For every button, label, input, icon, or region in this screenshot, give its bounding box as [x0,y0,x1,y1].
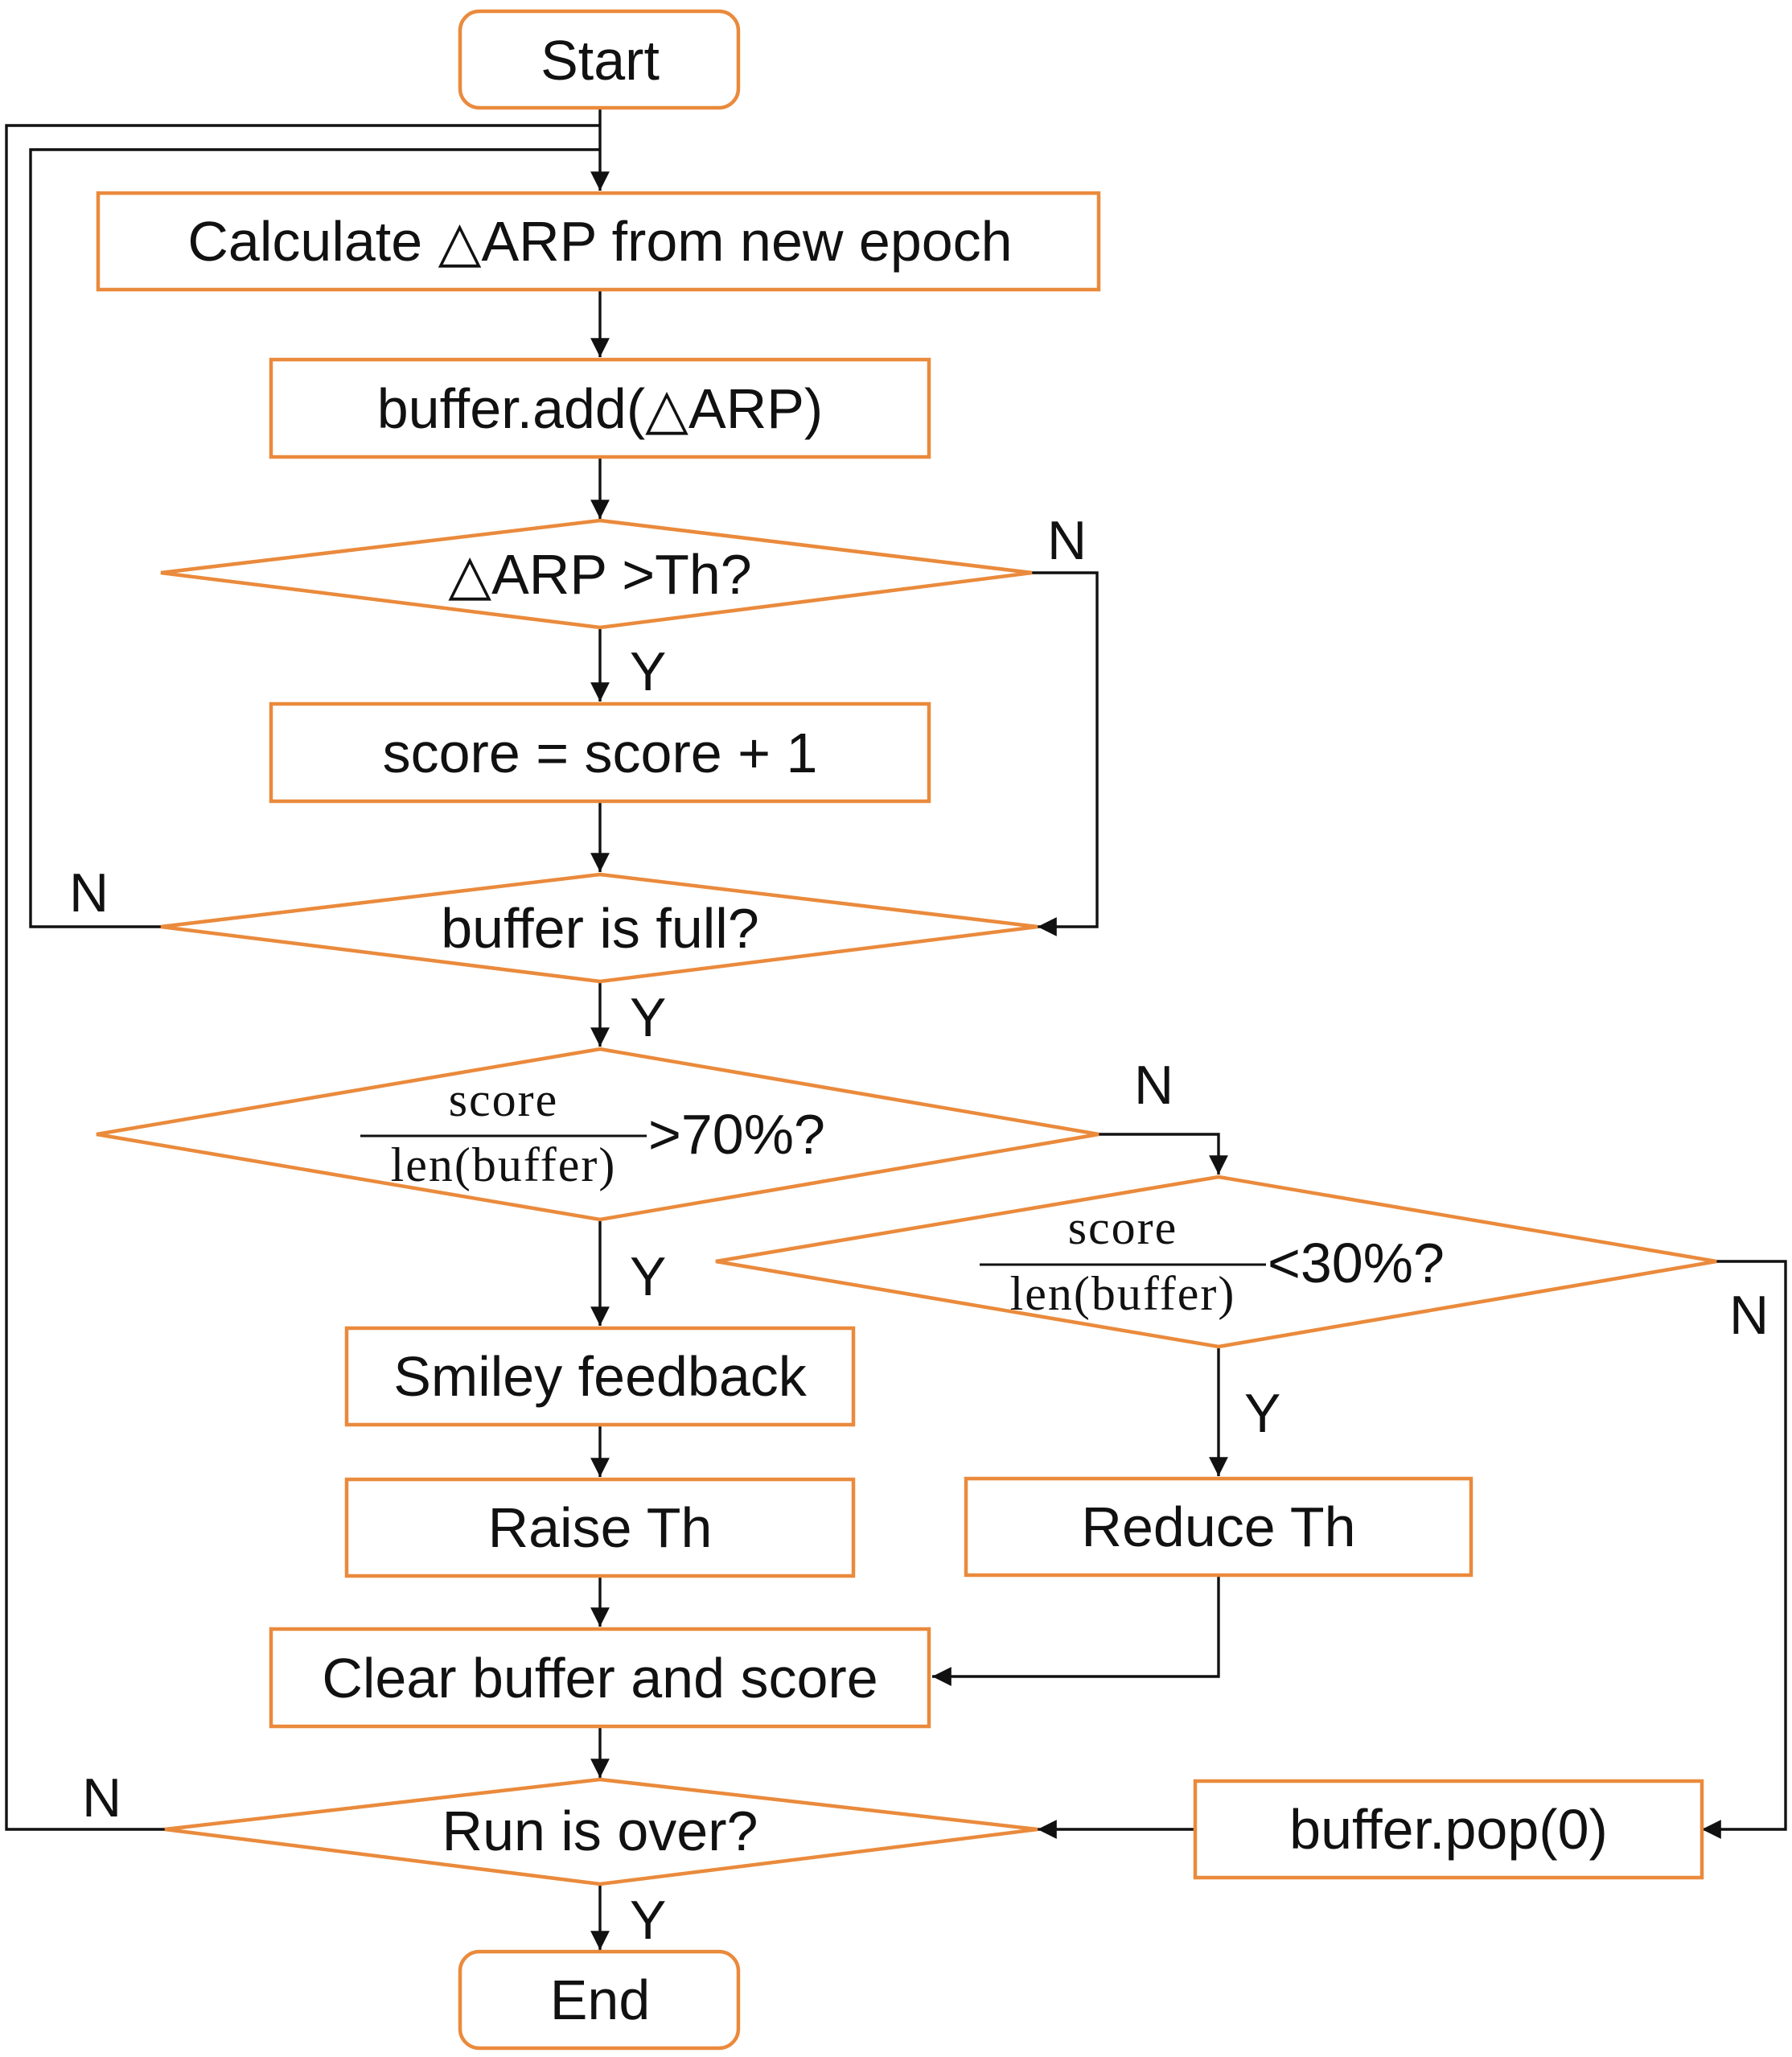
clear-label: Clear buffer and score [322,1647,878,1709]
reduce-label: Reduce Th [1081,1495,1355,1558]
gt70-no-label: N [1134,1055,1173,1116]
lt30-numerator: score [1068,1201,1178,1254]
edge-reduce-to-clear [932,1575,1220,1686]
lt30-decision: score len(buffer) <30%? [715,1175,1717,1349]
lt30-comparison: <30%? [1268,1232,1445,1294]
full-label: buffer is full? [441,897,759,960]
raise-label: Raise Th [488,1496,713,1559]
lt30-denominator: len(buffer) [1010,1267,1236,1320]
score-label: score = score + 1 [383,722,818,784]
over-no-label: N [82,1767,121,1829]
smiley-label: Smiley feedback [393,1345,808,1408]
edge-over-no-loop [5,124,600,1831]
lt30-yes-label: Y [1244,1383,1280,1444]
calc-label: Calculate △ARP from new epoch [187,210,1012,273]
gt70-comparison: >70%? [648,1103,825,1166]
score-node: score = score + 1 [269,701,931,804]
add-label: buffer.add(△ARP) [377,377,824,440]
start-node: Start [458,9,741,110]
over-yes-label: Y [630,1890,666,1951]
calc-node: Calculate △ARP from new epoch [96,191,1101,292]
add-node: buffer.add(△ARP) [269,357,931,459]
edge-labels: N Y N Y N Y Y N N Y [69,510,1769,1951]
lt30-no-label: N [1729,1285,1769,1346]
th-label: △ARP >Th? [448,543,751,606]
gt70-yes-label: Y [630,1246,666,1307]
raise-node: Raise Th [344,1477,856,1578]
clear-node: Clear buffer and score [269,1627,931,1729]
start-label: Start [540,29,660,92]
full-yes-label: Y [630,987,666,1048]
gt70-numerator: score [449,1073,559,1126]
edge-gt70-no-to-lt30 [1099,1133,1228,1175]
edges [5,108,1787,1950]
full-no-label: N [69,862,109,924]
full-decision: buffer is full? [160,872,1038,984]
reduce-node: Reduce Th [964,1476,1473,1578]
over-label: Run is over? [442,1800,758,1862]
th-decision: △ARP >Th? [160,518,1033,630]
edge-lt30-no-to-pop [1702,1260,1787,1839]
gt70-denominator: len(buffer) [391,1138,617,1191]
edge-th-no-to-full [1032,571,1099,936]
pop-label: buffer.pop(0) [1289,1798,1608,1861]
over-decision: Run is over? [164,1777,1038,1886]
smiley-node: Smiley feedback [344,1326,856,1427]
nodes: Start Calculate △ARP from new epoch buff… [96,9,1717,2051]
edge-full-no-loop [29,148,600,928]
pop-node: buffer.pop(0) [1193,1779,1704,1880]
th-no-label: N [1047,510,1087,571]
th-yes-label: Y [630,641,666,702]
gt70-decision: score len(buffer) >70%? [96,1047,1099,1222]
end-node: End [458,1949,741,2051]
end-label: End [550,1969,651,2031]
